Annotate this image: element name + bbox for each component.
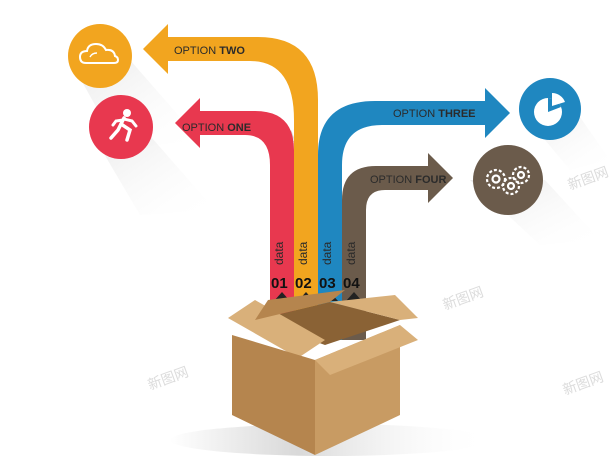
option-three-label: OPTION THREE — [393, 108, 476, 120]
box-front-left — [232, 335, 315, 455]
option-one-label: OPTION ONE — [182, 122, 251, 134]
running-person-icon — [109, 109, 138, 142]
box-flap-front — [315, 325, 418, 375]
box-inside — [255, 302, 400, 345]
box-flap-right — [330, 295, 418, 320]
data-tag-number: 03 — [319, 275, 336, 292]
data-tag-word: data — [320, 241, 334, 265]
data-tag-number: 02 — [295, 275, 312, 292]
gears-icon — [485, 165, 531, 196]
data-tag-word: data — [296, 241, 310, 265]
data-tag-number: 01 — [271, 275, 288, 292]
data-tag-number: 04 — [343, 275, 360, 292]
cardboard-box — [228, 290, 418, 455]
option-two-label: OPTION TWO — [174, 45, 245, 57]
option-two-badge — [68, 24, 132, 88]
option-three-badge — [519, 78, 581, 140]
cloud-icon — [78, 42, 120, 64]
box-flap-back — [255, 290, 345, 320]
watermark-text: 新图网 — [561, 368, 606, 397]
box-flap-left — [228, 300, 325, 358]
option-four-label: OPTION FOUR — [370, 174, 446, 186]
data-tag-word: data — [344, 241, 358, 265]
data-tag-word: data — [272, 241, 286, 265]
triangle-marker — [346, 292, 362, 301]
watermark-text: 新图网 — [441, 283, 486, 312]
option-one-badge — [89, 95, 153, 159]
watermark-text: 新图网 — [146, 363, 191, 392]
pie-chart-icon — [534, 93, 565, 126]
data-tag-04: data 04 — [343, 241, 362, 301]
option-four-badge — [473, 145, 543, 215]
